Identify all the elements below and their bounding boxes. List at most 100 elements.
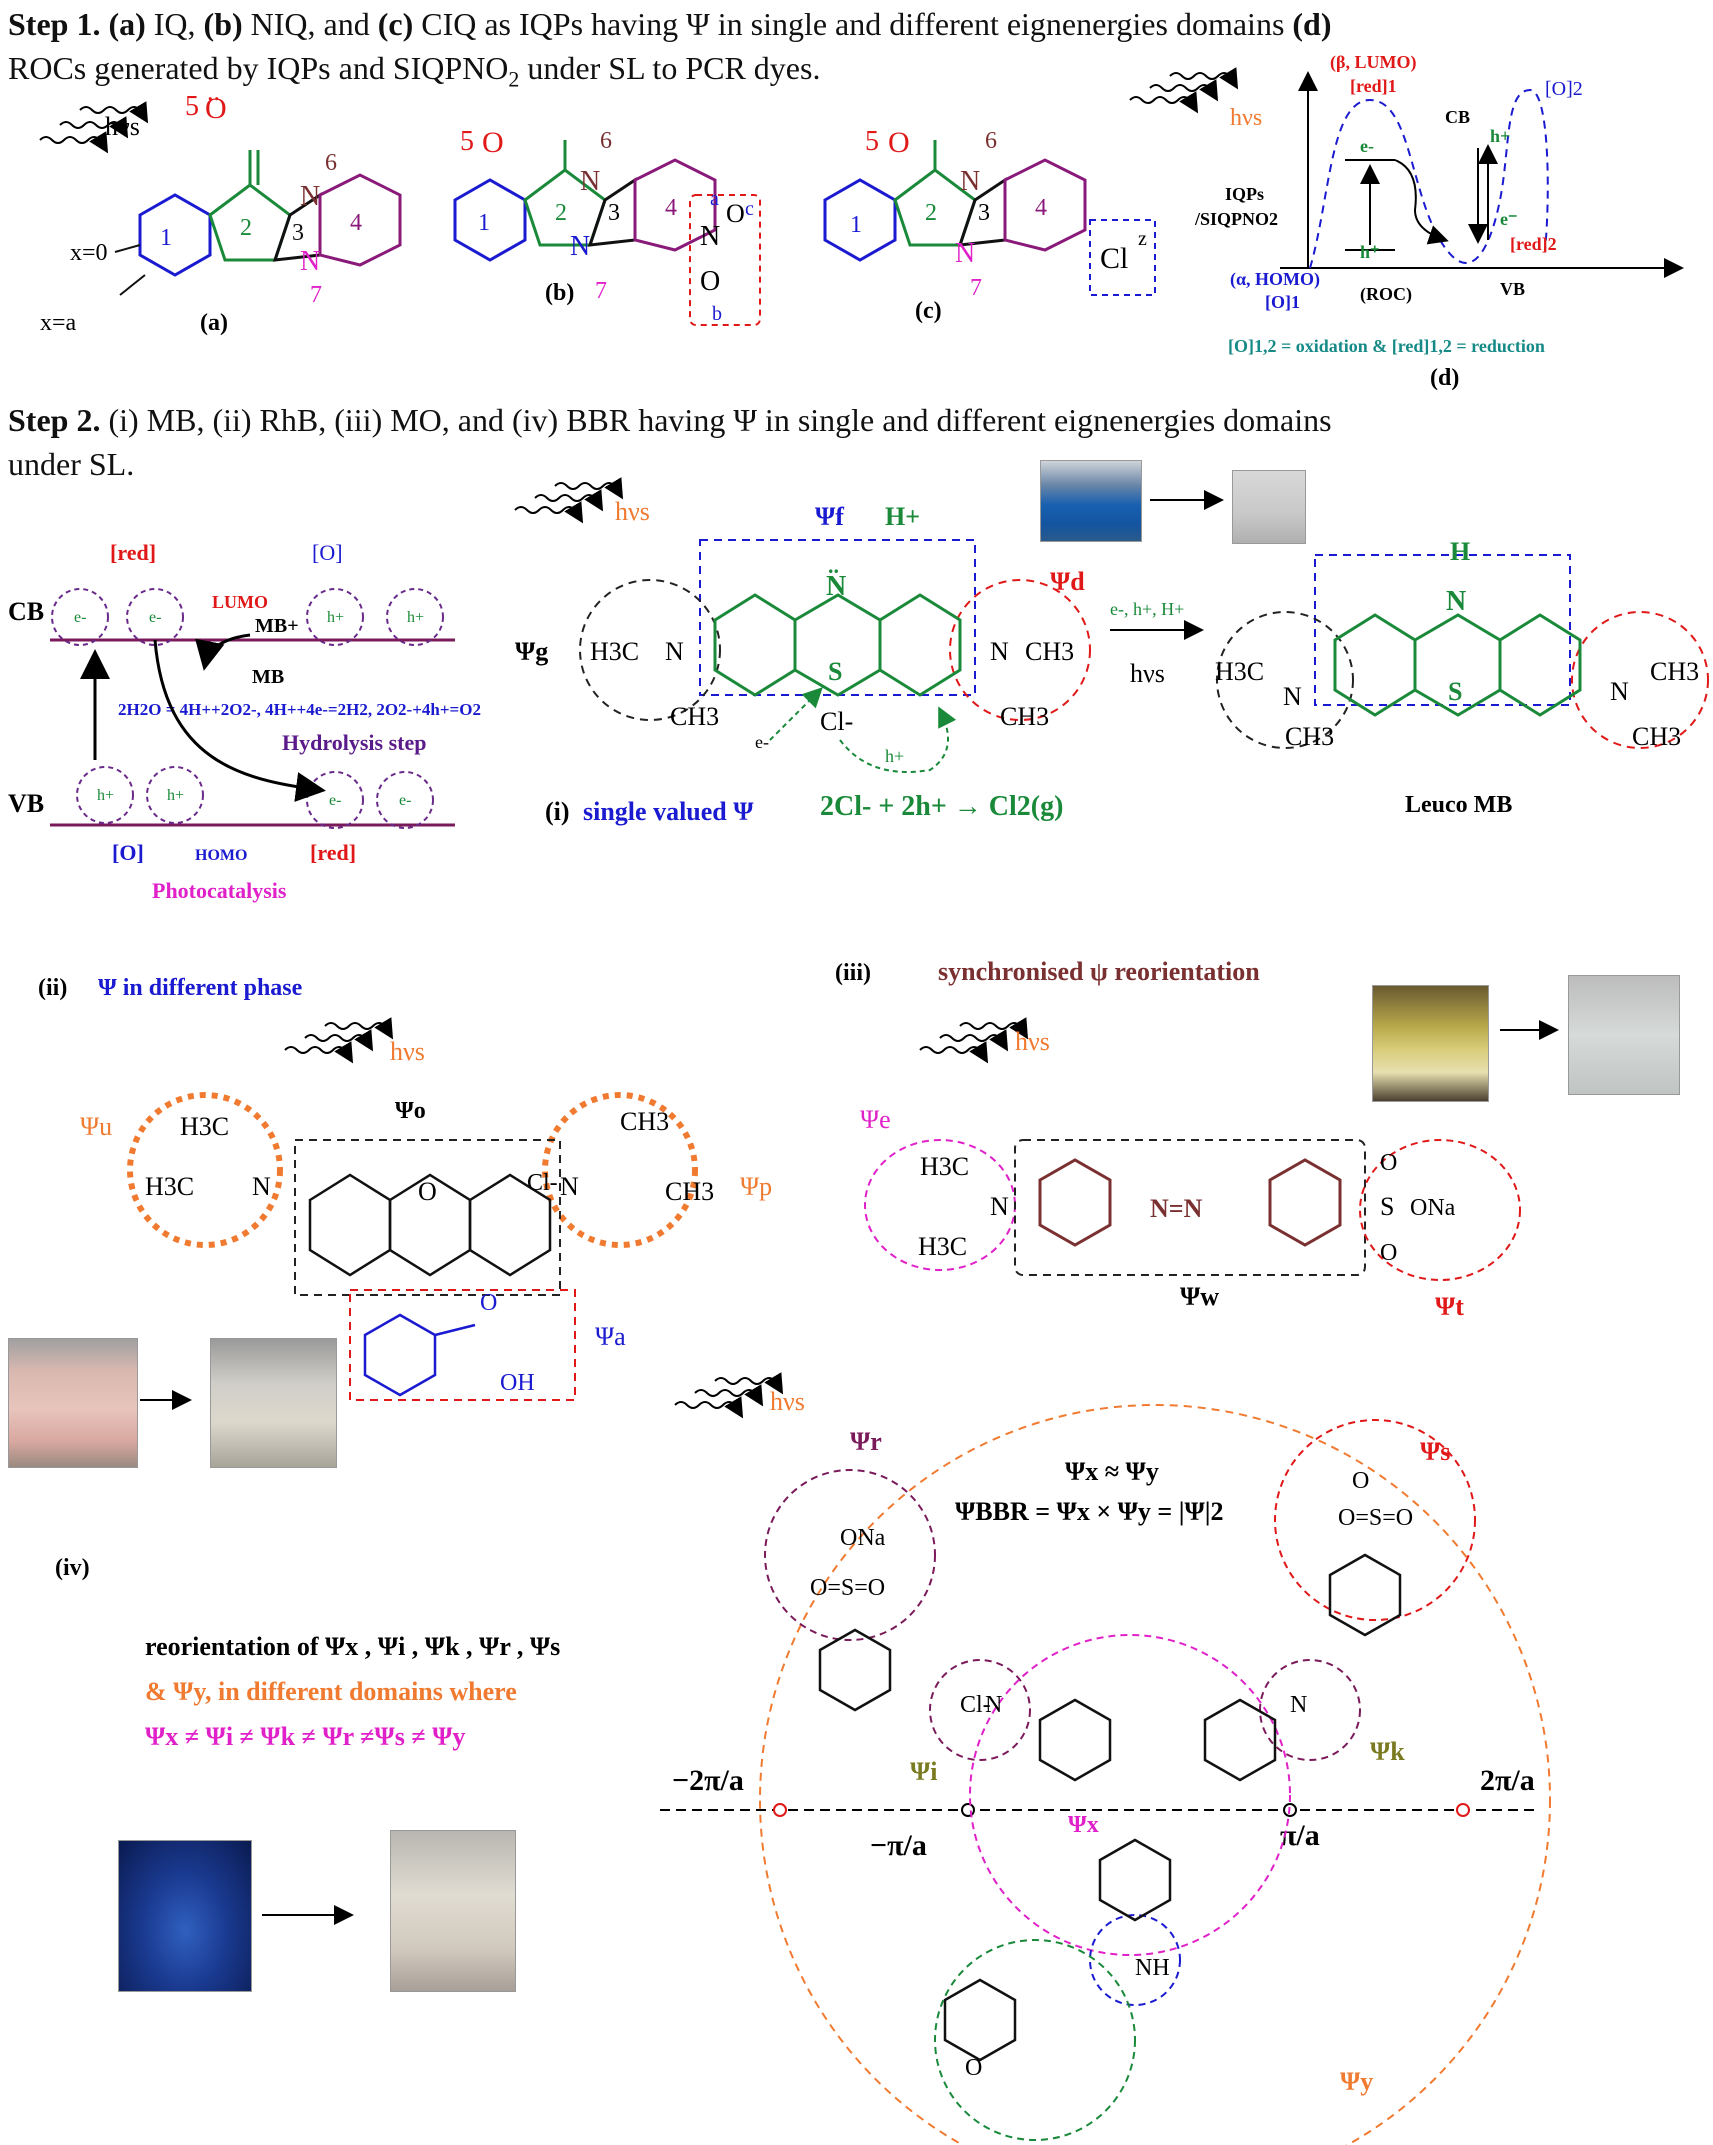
svg-text:h+: h+ — [97, 787, 114, 804]
svg-text:Ψo: Ψo — [395, 1098, 426, 1124]
svg-text:7: 7 — [310, 282, 322, 308]
svg-text:3: 3 — [292, 220, 304, 246]
svg-text:h+: h+ — [885, 746, 904, 766]
step1-a: (a) — [108, 6, 146, 42]
svg-text:Ψa: Ψa — [595, 1322, 626, 1351]
svg-text:7: 7 — [595, 278, 607, 304]
svg-text:Cl-: Cl- — [820, 707, 853, 736]
svg-text:hνs: hνs — [1015, 1027, 1050, 1056]
svg-text:3: 3 — [978, 200, 990, 226]
svg-text:6: 6 — [325, 150, 337, 176]
svg-text:ONa: ONa — [840, 1525, 886, 1551]
svg-text:O: O — [205, 92, 227, 125]
svg-text:(β, LUMO): (β, LUMO) — [1330, 52, 1416, 73]
svg-text:[red]: [red] — [110, 540, 156, 565]
rhb-vial-before-photo — [8, 1338, 138, 1468]
svg-text:a: a — [710, 188, 719, 210]
svg-text:[red]: [red] — [310, 840, 356, 865]
svg-text:h+: h+ — [1490, 126, 1510, 146]
svg-text:(c): (c) — [915, 298, 942, 324]
svg-text:Hydrolysis step: Hydrolysis step — [282, 730, 426, 755]
svg-text:3: 3 — [608, 200, 620, 226]
svg-text:Ψy: Ψy — [1340, 2067, 1373, 2096]
svg-text:1: 1 — [850, 212, 862, 238]
svg-text:−2π/a: −2π/a — [672, 1764, 744, 1797]
svg-text:Ψi: Ψi — [910, 1757, 938, 1786]
svg-text:Ψe: Ψe — [860, 1105, 891, 1134]
svg-text:e-: e- — [755, 732, 769, 752]
svg-text:N: N — [1283, 682, 1302, 711]
mo-structure: (iii) synchronised ψ reorientation hνs Ψ… — [835, 957, 1559, 1321]
step2-heading: Step 2. (i) MB, (ii) RhB, (iii) MO, and … — [8, 398, 1708, 486]
svg-text:[O]: [O] — [112, 840, 144, 865]
step1-heading: Step 1. (a) IQ, (b) NIQ, and (c) CIQ as … — [8, 6, 1332, 92]
svg-text:Cl-: Cl- — [527, 1170, 558, 1196]
svg-text:O: O — [965, 2055, 982, 2081]
svg-text:O: O — [726, 199, 745, 228]
svg-text:Ψu: Ψu — [80, 1112, 112, 1141]
svg-text:2π/a: 2π/a — [1480, 1764, 1535, 1797]
svg-text:Ψx ≠ Ψi ≠ Ψk ≠ Ψr ≠Ψs ≠ Ψy: Ψx ≠ Ψi ≠ Ψk ≠ Ψr ≠Ψs ≠ Ψy — [145, 1722, 465, 1751]
svg-text:e-: e- — [74, 609, 86, 626]
svg-text:2Cl- + 2h+ → Cl2(g): 2Cl- + 2h+ → Cl2(g) — [820, 791, 1063, 822]
svg-text:Ψt: Ψt — [1435, 1292, 1464, 1321]
svg-text:6: 6 — [985, 128, 997, 154]
svg-text:e-: e- — [399, 792, 411, 809]
svg-text:[O]1,2 = oxidation & [red]1,2: [O]1,2 = oxidation & [red]1,2 = reductio… — [1228, 336, 1545, 356]
svg-text:ONa: ONa — [1410, 1195, 1456, 1221]
svg-text:e-: e- — [1360, 136, 1374, 156]
svg-text:Ψd: Ψd — [1050, 567, 1085, 596]
svg-text:N: N — [826, 571, 846, 602]
svg-text:O: O — [418, 1177, 437, 1206]
svg-text:N: N — [665, 637, 684, 666]
svg-text:O: O — [700, 266, 720, 297]
svg-text:(b): (b) — [545, 280, 574, 306]
svg-text:H3C: H3C — [145, 1172, 194, 1201]
svg-text:O=S=O: O=S=O — [810, 1575, 885, 1601]
rhb-vial-after-photo — [210, 1338, 337, 1468]
svg-text:5: 5 — [865, 126, 879, 157]
svg-text:hνs: hνs — [770, 1387, 805, 1416]
svg-text:O: O — [482, 126, 504, 159]
svg-text:Ψf: Ψf — [815, 502, 844, 531]
svg-text:CH3: CH3 — [1650, 657, 1699, 686]
svg-text:CH3: CH3 — [665, 1177, 714, 1206]
svg-text:−π/a: −π/a — [870, 1829, 927, 1862]
svg-text:ΨBBR = Ψx × Ψy = |Ψ|2: ΨBBR = Ψx × Ψy = |Ψ|2 — [955, 1497, 1223, 1526]
svg-text:(α, HOMO): (α, HOMO) — [1230, 269, 1320, 290]
svg-text:N: N — [570, 231, 590, 262]
svg-text:h+: h+ — [167, 787, 184, 804]
svg-text:N: N — [300, 181, 320, 212]
svg-text:Ψs: Ψs — [1420, 1437, 1450, 1466]
svg-text:Leuco MB: Leuco MB — [1405, 792, 1512, 818]
svg-text:5: 5 — [460, 126, 474, 157]
svg-text:H+: H+ — [885, 502, 920, 531]
svg-text:[red]2: [red]2 — [1510, 234, 1557, 254]
svg-text:(ROC): (ROC) — [1360, 284, 1412, 305]
svg-text:[O]2: [O]2 — [1545, 78, 1583, 100]
svg-text:O: O — [1352, 1468, 1369, 1494]
mo-vial-before-photo — [1372, 985, 1489, 1102]
svg-text:hνs: hνs — [390, 1037, 425, 1066]
svg-text:reorientation of Ψx , Ψi , Ψk: reorientation of Ψx , Ψi , Ψk , Ψr , Ψs — [145, 1632, 560, 1661]
light-arrows-icon — [39, 101, 149, 154]
svg-text:h+: h+ — [407, 609, 424, 626]
svg-text:O: O — [480, 1290, 497, 1316]
svg-text:OH: OH — [500, 1370, 535, 1396]
svg-text:CB: CB — [1445, 107, 1470, 127]
svg-text:h⁺: h⁺ — [1360, 242, 1380, 262]
svg-text:VB: VB — [1500, 279, 1525, 299]
svg-text:4: 4 — [665, 195, 677, 221]
svg-text:(i): (i) — [545, 797, 570, 826]
svg-text:MB+: MB+ — [255, 615, 299, 637]
svg-text:/SIQPNO2: /SIQPNO2 — [1194, 209, 1278, 229]
svg-text:x=a: x=a — [40, 310, 77, 336]
svg-text:HOMO: HOMO — [195, 847, 247, 864]
step1-line2: ROCs generated by IQPs and SIQPNO — [8, 50, 509, 86]
svg-text:7: 7 — [970, 275, 982, 301]
svg-text:Cl-: Cl- — [960, 1692, 991, 1718]
svg-text:(iii): (iii) — [835, 960, 871, 986]
svg-text:N: N — [985, 1692, 1002, 1718]
svg-text:6: 6 — [600, 128, 612, 154]
